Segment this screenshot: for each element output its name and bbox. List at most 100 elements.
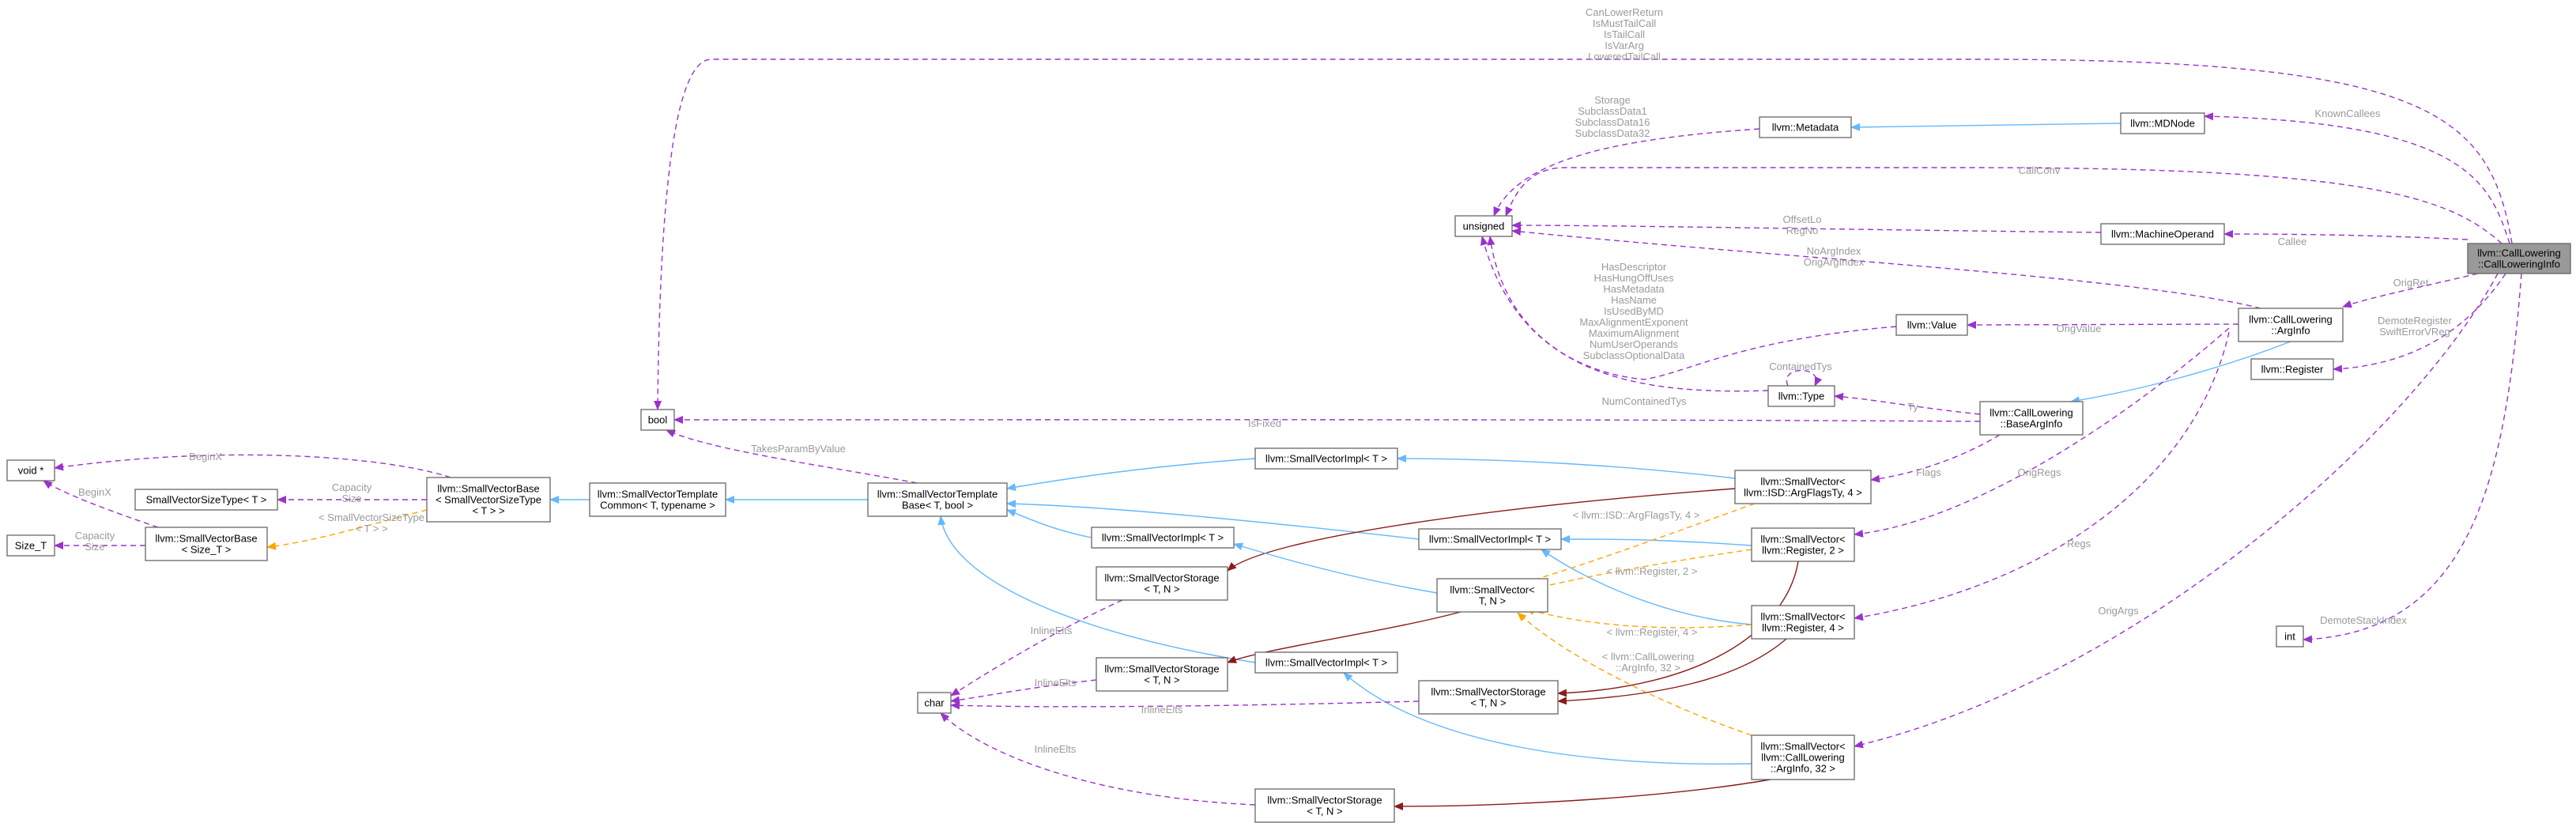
edge-label-tmpl-reg2: < llvm::Register, 2 > [1607,565,1698,577]
node-base-arginfo[interactable]: llvm::CallLowering::BaseArgInfo [1979,401,2084,436]
edge-value-to-unsigned [1487,236,1897,380]
edge-label-orig-value: OrigValue [2057,323,2102,334]
node-label: bool [648,414,668,426]
edge-label-takes-param-by-value: TakesParamByValue [751,443,846,455]
edge-arginfo-to-sv-reg2 [1854,327,2230,538]
edge-type-to-type [1786,369,1823,387]
node-label: llvm::SmallVectorStorage< T, N > [1267,795,1382,817]
node-metadata[interactable]: llvm::Metadata [1759,116,1852,138]
edge-base-arginfo-to-sv-argflags [1870,434,2001,483]
node-box [1454,215,1513,237]
edge-sv-template-base-to-bool [666,429,918,484]
node-char[interactable]: char [917,692,952,714]
edge-label-regs: Regs [2067,538,2091,549]
edge-label-sv-size-type-tmpl: < SmallVectorSizeType< T > > [319,512,424,534]
edge-label-tmpl-argflags: < llvm::ISD::ArgFlagsTy, 4 > [1573,509,1700,521]
node-sv-storage-3[interactable]: llvm::SmallVectorStorage< T, N > [1418,680,1559,715]
node-size-t[interactable]: Size_T [6,534,55,557]
node-label: Size_T [15,540,47,552]
node-bool[interactable]: bool [640,409,675,431]
node-unsigned[interactable]: unsigned [1454,215,1513,237]
node-sv-reg4[interactable]: llvm::SmallVector<llvm::Register, 4 > [1751,605,1855,640]
node-label: llvm::SmallVectorImpl< T > [1429,534,1551,546]
node-sv-impl-3[interactable]: llvm::SmallVectorImpl< T > [1418,528,1562,550]
node-sv-storage-1[interactable]: llvm::SmallVectorStorage< T, N > [1096,566,1228,601]
node-sv-size-type[interactable]: SmallVectorSizeType< T > [134,489,278,511]
node-sv-storage-2[interactable]: llvm::SmallVectorStorage< T, N > [1096,657,1228,692]
node-label: llvm::SmallVectorImpl< T > [1265,657,1387,669]
node-int[interactable]: int [2276,625,2304,647]
node-box [1751,527,1855,562]
edge-label-known-callees: KnownCallees [2314,108,2381,119]
edge-label-orig-ret: OrigRet [2393,277,2429,289]
node-label: llvm::SmallVectorImpl< T > [1102,532,1224,544]
node-sv-reg2[interactable]: llvm::SmallVector<llvm::Register, 2 > [1751,527,1855,562]
edge-sv-base-size-t-to-void-ptr [43,480,159,528]
node-sv-argflags[interactable]: llvm::SmallVector<llvm::ISD::ArgFlagsTy,… [1734,470,1872,504]
edge-sv-tn-to-sv-storage-2 [1227,611,1461,663]
edge-label-inline-elts-4: InlineElts [1035,743,1077,755]
node-box [1254,651,1398,674]
node-box [1254,447,1398,470]
node-box [2238,308,2344,342]
node-label: llvm::SmallVectorStorage< T, N > [1104,663,1219,686]
node-sv-impl-4[interactable]: llvm::SmallVectorImpl< T > [1254,651,1398,674]
node-mdnode[interactable]: llvm::MDNode [2120,112,2205,134]
nodes-layer: llvm::CallLowering::CallLoweringInfollvm… [6,112,2571,823]
edge-label-begin-x-sizet: BeginX [78,486,111,498]
node-sv-storage-4[interactable]: llvm::SmallVectorStorage< T, N > [1254,788,1395,823]
edge-label-tmpl-arginfo32: < llvm::CallLowering::ArgInfo, 32 > [1602,651,1695,674]
edge-sv-reg4-to-sv-storage-3 [1557,638,1787,705]
node-calllowering-info[interactable]: llvm::CallLowering::CallLoweringInfo [2467,243,2571,274]
node-label: llvm::Register [2261,364,2324,376]
node-register[interactable]: llvm::Register [2250,358,2334,380]
node-sv-base-template[interactable]: llvm::SmallVectorBase< SmallVectorSizeTy… [426,477,551,523]
node-sv-impl-2[interactable]: llvm::SmallVectorImpl< T > [1091,527,1235,549]
edge-sv-tn-to-sv-impl-2 [1233,542,1438,594]
edge-arginfo-to-value [1967,320,2239,329]
node-box [1096,657,1228,692]
edge-sv-storage-4-to-char [940,712,1256,806]
node-sv-arginfo32[interactable]: llvm::SmallVector<llvm::CallLowering::Ar… [1751,734,1855,780]
node-box [426,477,551,523]
node-box [1759,116,1852,138]
node-value[interactable]: llvm::Value [1895,314,1968,336]
node-box [1734,470,1872,504]
node-type[interactable]: llvm::Type [1767,385,1835,407]
node-box [917,692,952,714]
edge-sv-argflags-to-sv-storage-1 [1227,488,1736,572]
node-label: llvm::SmallVectorStorage< T, N > [1431,686,1545,709]
node-label: llvm::SmallVectorBase< SmallVectorSizeTy… [436,483,541,517]
node-box [1751,605,1855,640]
edge-sv-storage-2-to-char [950,679,1097,704]
edge-mdnode-to-metadata [1850,123,2122,131]
node-sv-base-size-t[interactable]: llvm::SmallVectorBase< Size_T > [145,527,268,561]
edge-sv-reg4-to-sv-tn [1525,607,1752,629]
node-void-ptr[interactable]: void * [6,459,55,481]
node-label: int [2284,631,2295,643]
edge-sv-base-template-to-sv-base-size-t [266,509,428,550]
edge-sv-reg4-to-sv-impl-3 [1541,549,1752,625]
node-sv-impl-1[interactable]: llvm::SmallVectorImpl< T > [1254,447,1398,470]
node-arginfo[interactable]: llvm::CallLowering::ArgInfo [2238,308,2344,342]
node-box [145,527,268,561]
edge-sv-argflags-to-sv-tn [1515,503,1756,587]
node-box [1436,578,1548,613]
edge-sv-arginfo32-to-sv-storage-4 [1394,779,1771,810]
edge-label-begin-x-void: BeginX [189,451,222,462]
node-label: llvm::SmallVector<llvm::CallLowering::Ar… [1760,741,1845,775]
edge-sv-reg2-to-sv-impl-3 [1560,535,1752,546]
node-box [1091,527,1235,549]
edge-base-arginfo-to-bool [673,415,1981,424]
edges-layer [43,59,2522,810]
node-box [2100,223,2225,245]
node-machine-operand[interactable]: llvm::MachineOperand [2100,223,2225,245]
node-sv-tn[interactable]: llvm::SmallVector<T, N > [1436,578,1548,613]
node-label: llvm::SmallVectorImpl< T > [1265,453,1387,465]
edge-sv-impl-4-to-sv-template-base [937,515,1256,663]
